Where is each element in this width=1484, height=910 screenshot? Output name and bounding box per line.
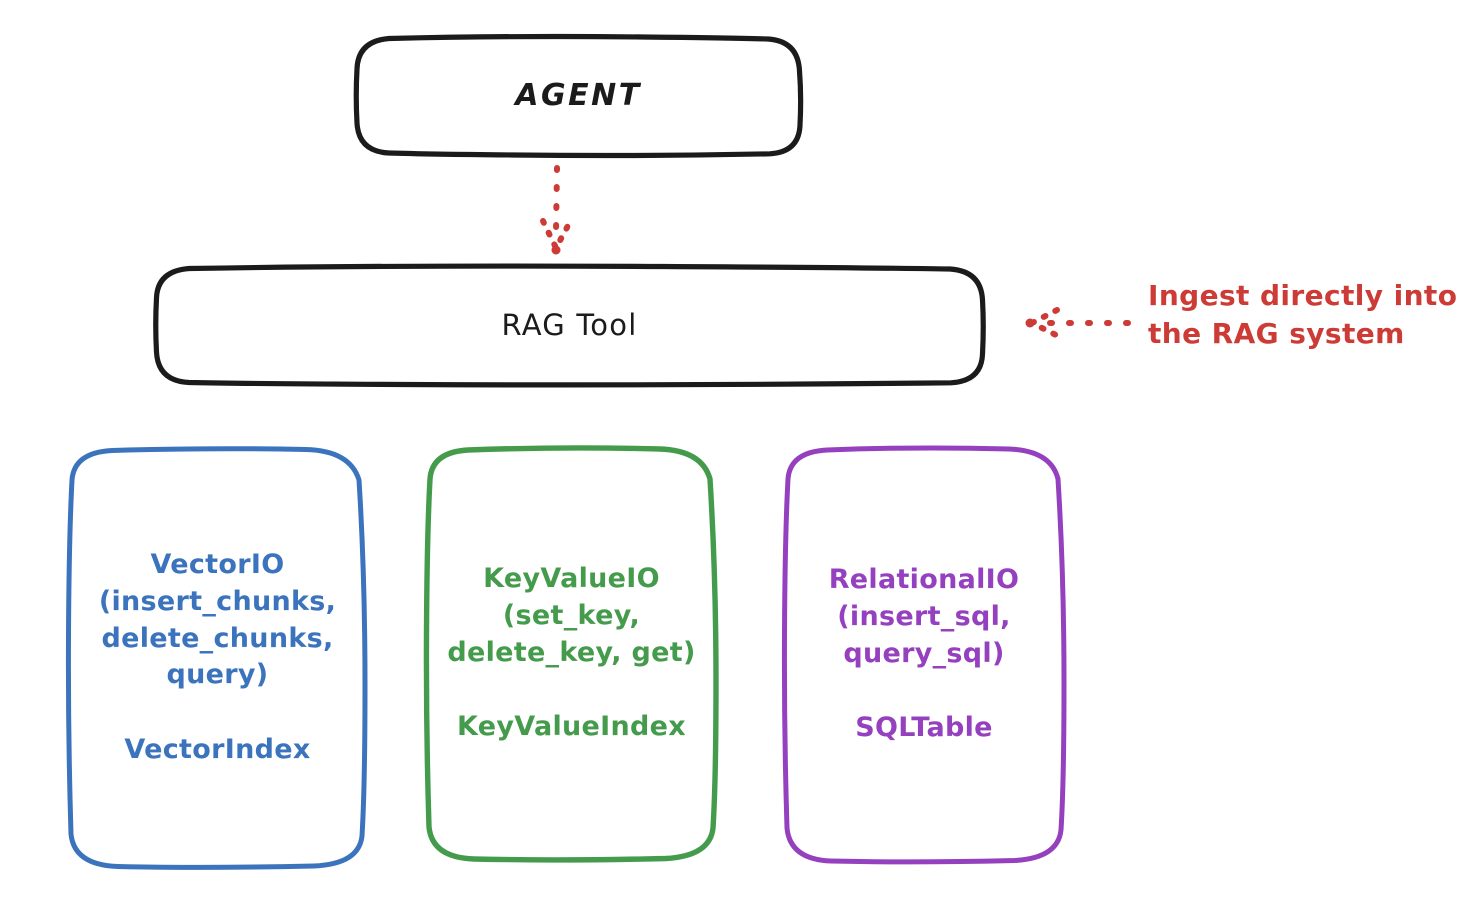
key-value-io-label: KeyValueIO (set_key, delete_key, get) <box>447 563 696 668</box>
node-relational-io[interactable]: RelationalIO (insert_sql, query_sql) SQL… <box>781 445 1067 865</box>
vector-io-label: VectorIO (insert_chunks, delete_chunks, … <box>98 549 337 691</box>
relational-io-label: RelationalIO (insert_sql, query_sql) <box>828 564 1020 669</box>
rag-tool-label: RAG Tool <box>501 308 638 343</box>
node-rag-tool[interactable]: RAG Tool <box>153 263 986 388</box>
annotation-ingest: Ingest directly into the RAG system <box>1148 279 1458 351</box>
node-key-value-io[interactable]: KeyValueIO (set_key, delete_key, get) Ke… <box>423 445 719 863</box>
sql-table-label: SQLTable <box>855 712 993 744</box>
vector-index-label: VectorIndex <box>124 734 311 766</box>
node-vector-io[interactable]: VectorIO (insert_chunks, delete_chunks, … <box>65 446 368 870</box>
edge-agent-to-rag-tool <box>540 165 574 255</box>
agent-label: AGENT <box>515 78 642 114</box>
key-value-index-label: KeyValueIndex <box>456 711 686 743</box>
edge-ingest-to-rag-tool <box>1025 307 1131 339</box>
node-agent[interactable]: AGENT <box>353 33 804 159</box>
